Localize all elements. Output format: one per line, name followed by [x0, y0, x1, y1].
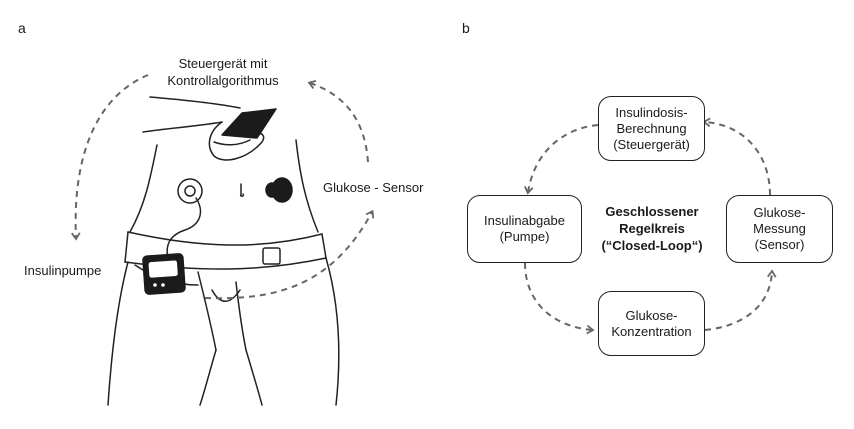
- panel-b-letter: b: [462, 20, 470, 36]
- infusion-site-icon: [177, 178, 203, 204]
- phone-icon: [221, 108, 277, 139]
- sensor-label: Glukose - Sensor: [323, 180, 424, 195]
- body-illustration: [107, 96, 340, 406]
- leg-lower-right: [245, 349, 263, 406]
- arrow-sensor-to-controller: [307, 79, 369, 163]
- waistband-top: [127, 231, 323, 246]
- panel-a-letter: a: [18, 20, 26, 36]
- waistband-left: [124, 231, 129, 263]
- insulin-pump-icon: [142, 253, 186, 295]
- controller-label: Steuergerät mit Kontrollalgorithmus: [167, 56, 279, 88]
- node-insulin-delivery: Insulinabgabe (Pumpe): [467, 195, 582, 263]
- closed-loop-title: Geschlossener Regelkreis (“Closed-Loop“): [601, 204, 703, 253]
- leg-lower-left: [199, 349, 217, 406]
- forearm: [142, 121, 223, 133]
- arrow-right-to-top: [702, 117, 771, 196]
- panel-a-loop-arrows: [71, 74, 375, 300]
- arrow-top-to-left: [524, 124, 599, 195]
- leg-left-outer: [107, 261, 129, 406]
- waistband-right: [321, 233, 327, 259]
- finger: [213, 139, 251, 146]
- crotch: [211, 289, 241, 302]
- hand: [208, 121, 265, 161]
- navel: [239, 183, 245, 197]
- arrow-left-to-bottom: [524, 262, 595, 335]
- arrow-bottom-to-right: [704, 269, 777, 331]
- arrow-controller-to-pump: [71, 74, 149, 241]
- torso-right: [295, 139, 319, 233]
- panel-b-loop-arrows: [524, 117, 777, 335]
- belt-loop: [262, 247, 281, 265]
- arrow-pump-to-sensor: [204, 209, 375, 300]
- leg-left-inner: [197, 271, 217, 351]
- sensor-icon: [265, 177, 293, 203]
- torso-left: [129, 144, 158, 233]
- leg-right-outer: [325, 257, 340, 406]
- node-glucose-measurement: Glukose- Messung (Sensor): [726, 195, 833, 263]
- node-insulin-dose-calculation: Insulindosis- Berechnung (Steuergerät): [598, 96, 705, 161]
- leg-right-inner: [235, 281, 247, 351]
- pump-label: Insulinpumpe: [24, 263, 102, 278]
- node-glucose-concentration: Glukose- Konzentration: [598, 291, 705, 356]
- pump-tubing: [166, 197, 202, 259]
- upper-arm: [149, 96, 241, 109]
